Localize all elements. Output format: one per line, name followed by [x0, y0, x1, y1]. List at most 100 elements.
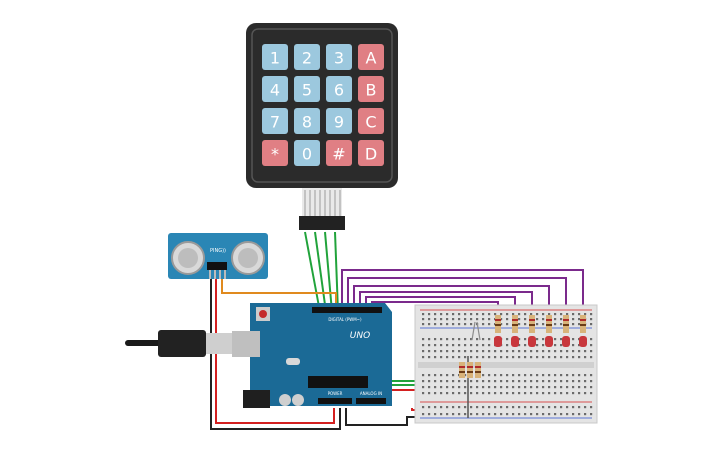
sensor-mesh-left	[178, 248, 198, 268]
bb-hole	[482, 374, 485, 377]
bb-hole	[572, 323, 575, 326]
bb-hole	[500, 318, 503, 321]
bb-hole	[446, 323, 449, 326]
bb-hole	[458, 350, 461, 353]
bb-hole	[524, 406, 527, 409]
led-body	[528, 336, 536, 347]
resistor-band	[580, 324, 586, 326]
bb-hole	[476, 350, 479, 353]
bb-hole	[476, 413, 479, 416]
wire-orange	[221, 278, 337, 312]
bb-hole	[488, 318, 491, 321]
bb-hole	[506, 344, 509, 347]
label-power: POWER	[328, 391, 343, 396]
arduino-uno: DIGITAL (PWM~) UNO POWER ANALOG IN	[232, 303, 392, 408]
bb-hole	[536, 386, 539, 389]
bb-hole	[578, 318, 581, 321]
bb-hole	[518, 318, 521, 321]
crystal	[286, 358, 300, 365]
bb-hole	[482, 350, 485, 353]
bb-hole	[560, 413, 563, 416]
bb-hole	[488, 313, 491, 316]
bb-hole	[548, 356, 551, 359]
bb-hole	[572, 356, 575, 359]
bb-hole	[506, 413, 509, 416]
bb-hole	[482, 318, 485, 321]
resistor-band	[529, 324, 535, 326]
bb-hole	[560, 338, 563, 341]
bb-hole	[428, 356, 431, 359]
bb-hole	[506, 318, 509, 321]
wire-purple-1	[341, 269, 584, 335]
led-body	[545, 336, 553, 347]
bb-hole	[518, 374, 521, 377]
bb-hole	[542, 350, 545, 353]
bb-hole	[452, 318, 455, 321]
resistor-group-lower	[459, 362, 481, 378]
led	[562, 315, 570, 347]
sensor-label: PING))	[210, 248, 226, 254]
bb-hole	[578, 413, 581, 416]
bb-hole	[458, 338, 461, 341]
ultrasonic-sensor: PING))	[168, 233, 268, 279]
bb-hole	[494, 350, 497, 353]
bb-hole	[524, 338, 527, 341]
bb-hole	[428, 413, 431, 416]
bb-hole	[584, 356, 587, 359]
bb-hole	[536, 374, 539, 377]
bb-hole	[530, 374, 533, 377]
bb-hole	[554, 380, 557, 383]
resistor-band	[512, 319, 518, 321]
resistor-band	[475, 371, 481, 373]
bb-hole	[590, 386, 593, 389]
bb-hole	[422, 313, 425, 316]
bb-hole	[584, 380, 587, 383]
bb-hole	[482, 323, 485, 326]
bb-hole	[482, 356, 485, 359]
bb-hole	[458, 380, 461, 383]
key-cap	[326, 108, 352, 134]
bb-hole	[554, 386, 557, 389]
resistor-body	[459, 362, 465, 378]
key-label: 9	[334, 113, 344, 132]
bb-hole	[452, 356, 455, 359]
bb-hole	[428, 323, 431, 326]
bb-hole	[500, 380, 503, 383]
bb-hole	[482, 406, 485, 409]
bb-hole	[452, 313, 455, 316]
bb-hole	[500, 386, 503, 389]
keypad-key: 0	[294, 140, 320, 166]
bb-hole	[566, 392, 569, 395]
bb-hole	[476, 313, 479, 316]
bb-hole	[590, 318, 593, 321]
bb-hole	[476, 386, 479, 389]
bb-hole	[428, 386, 431, 389]
bb-hole	[554, 356, 557, 359]
keypad-key: B	[358, 76, 384, 102]
key-cap	[358, 108, 384, 134]
bb-hole	[458, 356, 461, 359]
bb-hole	[530, 406, 533, 409]
bb-hole	[590, 338, 593, 341]
bb-hole	[560, 344, 563, 347]
bb-hole	[500, 356, 503, 359]
bb-hole	[500, 406, 503, 409]
led	[545, 315, 553, 347]
bb-hole	[434, 413, 437, 416]
bb-hole	[566, 413, 569, 416]
sensor-pin	[209, 270, 211, 279]
bb-hole	[542, 323, 545, 326]
bb-hole	[536, 392, 539, 395]
bb-hole	[548, 413, 551, 416]
resistor-band	[529, 319, 535, 321]
sensor-pin	[219, 270, 221, 279]
bb-hole	[452, 323, 455, 326]
bb-hole	[428, 392, 431, 395]
bb-hole	[422, 374, 425, 377]
bb-hole	[428, 344, 431, 347]
bb-hole	[518, 386, 521, 389]
keypad-key: *	[262, 140, 288, 166]
ribbon-lines	[304, 190, 341, 218]
bb-hole	[566, 356, 569, 359]
capacitor-2	[292, 394, 304, 406]
